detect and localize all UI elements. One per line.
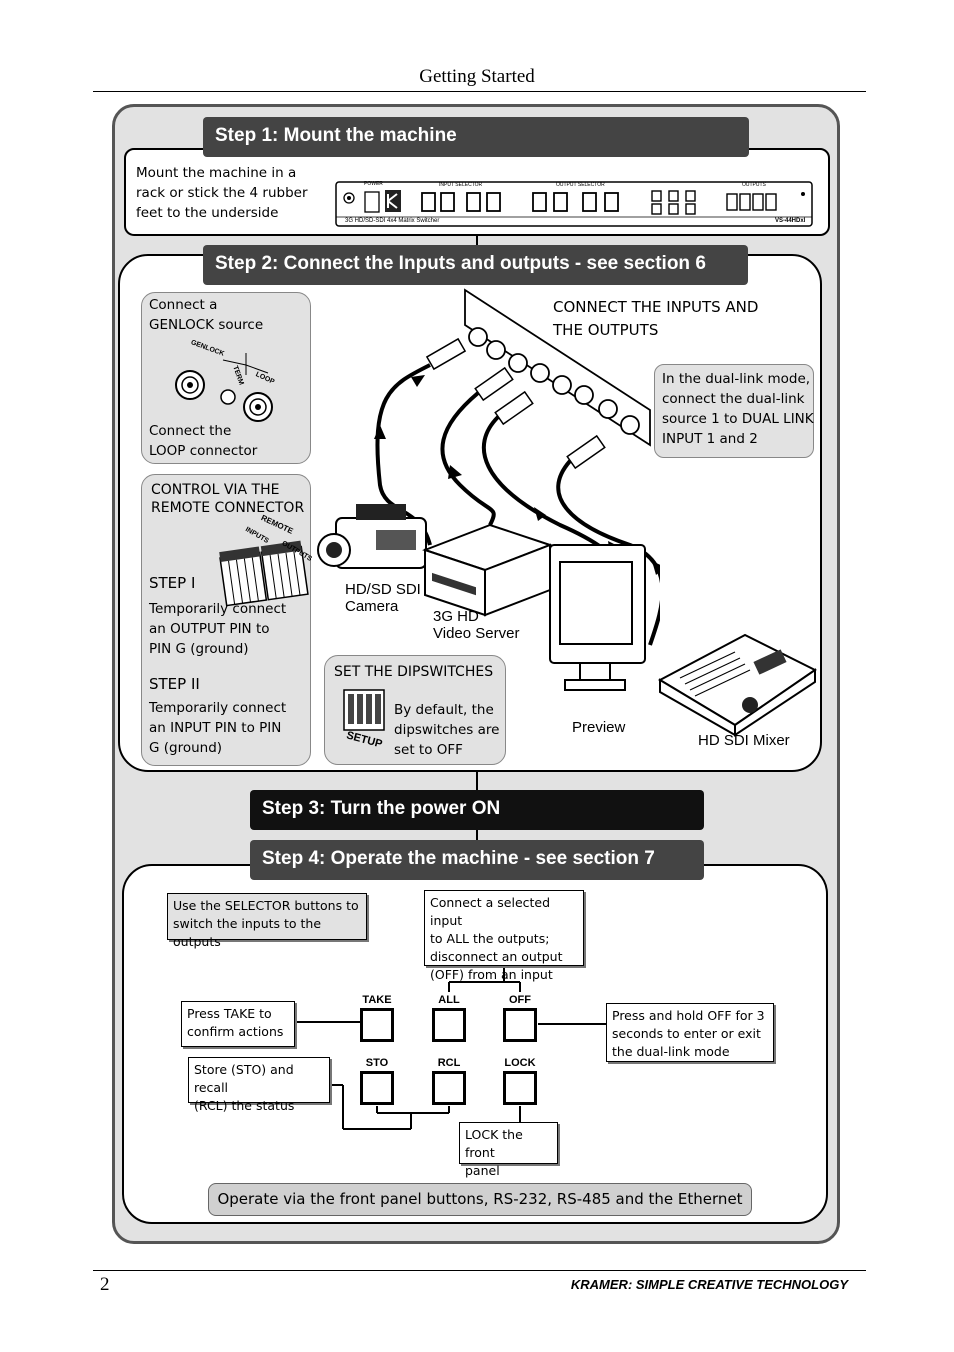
device-input-selector-label: INPUT SELECTOR bbox=[439, 182, 483, 188]
lock-button-label: LOCK bbox=[504, 1057, 536, 1069]
take-button bbox=[360, 1008, 394, 1042]
remote-step2-title: STEP II bbox=[149, 675, 200, 693]
device-caption: 3G HD/SD-SDI 4x4 Matrix Switcher bbox=[345, 218, 440, 224]
device-power-label: POWER bbox=[364, 181, 383, 187]
remote-box bbox=[141, 474, 311, 766]
control-options-note: Operate via the front panel buttons, RS-… bbox=[208, 1183, 752, 1216]
connection-illustration bbox=[317, 288, 660, 691]
step3-title: Step 3: Turn the power ON bbox=[250, 790, 704, 830]
dual-link-note-box bbox=[654, 364, 814, 458]
dipswitch-text: By default, the dipswitches are set to O… bbox=[394, 702, 500, 758]
sto-button-label: STO bbox=[365, 1057, 389, 1069]
sto-rcl-note: Store (STO) and recall (RCL) the status bbox=[188, 1057, 330, 1113]
preview-label: Preview bbox=[572, 719, 626, 736]
remote-step1-text: Temporarily connect an OUTPUT PIN to PIN… bbox=[149, 601, 287, 657]
lock-button bbox=[503, 1071, 537, 1105]
remote-step1-title: STEP I bbox=[149, 574, 196, 592]
remote-terminal-block-icon bbox=[219, 540, 309, 607]
camera-label: HD/SD SDI Camera bbox=[345, 581, 421, 615]
all-note: Connect a selected input to ALL the outp… bbox=[424, 890, 584, 982]
hd-sdi-mixer-icon bbox=[657, 633, 817, 737]
step1-title: Step 1: Mount the machine bbox=[203, 117, 749, 157]
genlock-note-bottom: Connect the LOOP connector bbox=[149, 423, 258, 459]
device-output-selector-label: OUTPUT SELECTOR bbox=[556, 182, 605, 188]
rcl-button-label: RCL bbox=[437, 1057, 461, 1069]
page-number: 2 bbox=[100, 1274, 110, 1295]
sto-button bbox=[360, 1071, 394, 1105]
page-header-title: Getting Started bbox=[419, 66, 535, 87]
header-rule bbox=[93, 91, 866, 92]
step2-title: Step 2: Connect the Inputs and outputs -… bbox=[203, 245, 748, 285]
off-note: Press and hold OFF for 3 seconds to ente… bbox=[606, 1003, 774, 1062]
switcher-front-panel bbox=[335, 181, 813, 227]
take-button-label: TAKE bbox=[362, 994, 392, 1006]
all-button-label: ALL bbox=[438, 994, 460, 1006]
genlock-connectors-icon bbox=[175, 353, 273, 422]
step4-title: Step 4: Operate the machine - see sectio… bbox=[250, 840, 704, 880]
selector-note: Use the SELECTOR buttons to switch the i… bbox=[167, 893, 367, 949]
mixer-label: HD SDI Mixer bbox=[698, 732, 790, 749]
genlock-box bbox=[141, 292, 311, 464]
footer-brand: KRAMER: SIMPLE CREATIVE TECHNOLOGY bbox=[570, 1277, 848, 1292]
off-button-label: OFF bbox=[509, 994, 531, 1006]
connect-inputs-outputs-title: CONNECT THE INPUTS AND THE OUTPUTS bbox=[553, 298, 759, 339]
device-outputs-label: OUTPUTS bbox=[742, 182, 766, 188]
device-model: VS-44HDxl bbox=[775, 218, 806, 224]
genlock-note-top: Connect a GENLOCK source bbox=[149, 297, 264, 333]
dipswitch-title: SET THE DIPSWITCHES bbox=[334, 664, 494, 680]
off-button bbox=[503, 1008, 537, 1042]
video-server-label: 3G HD Video Server bbox=[433, 608, 520, 642]
dipswitch-icon bbox=[343, 689, 385, 731]
lock-note: LOCK the front panel bbox=[459, 1122, 558, 1178]
rcl-button bbox=[432, 1071, 466, 1105]
step1-note: Mount the machine in a rack or stick the… bbox=[136, 165, 308, 221]
remote-step2-text: Temporarily connect an INPUT PIN to PIN … bbox=[149, 700, 287, 756]
remote-title: CONTROL VIA THE REMOTE CONNECTOR bbox=[151, 482, 305, 516]
all-button bbox=[432, 1008, 466, 1042]
dual-link-note: In the dual-link mode, connect the dual-… bbox=[662, 371, 814, 447]
take-note: Press TAKE to confirm actions bbox=[181, 1001, 295, 1047]
footer-rule bbox=[93, 1270, 866, 1271]
